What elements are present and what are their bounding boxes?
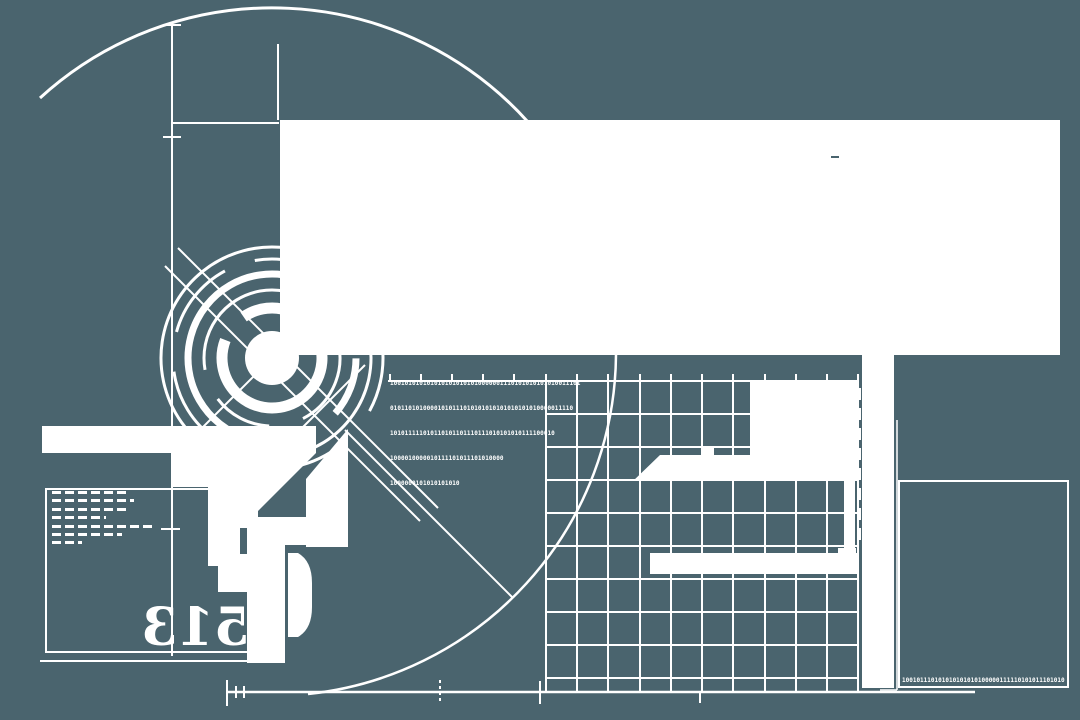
bracket-strip bbox=[844, 478, 855, 548]
under-bar-shape bbox=[173, 453, 316, 516]
main-white-panel bbox=[280, 120, 1060, 355]
top-sweep-arc bbox=[38, 6, 530, 124]
binary-row: 0101101010000101011101010101010101010101… bbox=[390, 405, 574, 412]
bracket-foot bbox=[838, 548, 856, 557]
bridge-shape bbox=[247, 517, 348, 545]
panel-notch-dash bbox=[831, 156, 839, 158]
info-box-label-line bbox=[52, 541, 82, 545]
binary-row: 1000010000010111101011101010000 bbox=[390, 455, 504, 462]
grid-overlay-shapes bbox=[633, 382, 858, 574]
binary-row: 1001010101010101010101010000001110101010… bbox=[390, 380, 581, 387]
blueprint-grid bbox=[388, 374, 859, 692]
info-box-label-lines bbox=[52, 491, 252, 551]
lower-column-shape bbox=[247, 545, 285, 663]
grid-top-ticks bbox=[389, 374, 859, 381]
right-outline-box bbox=[898, 480, 1069, 688]
info-box-label-line bbox=[52, 524, 152, 528]
grid-vertical-lines bbox=[545, 381, 859, 692]
grid-corner-panel bbox=[750, 382, 858, 480]
footer-binary-strip: 1001011101010101010101000001111101010111… bbox=[902, 677, 1065, 684]
stair-strip-shape bbox=[208, 483, 258, 592]
left-collage-shapes bbox=[42, 426, 348, 663]
binary-row: 1000000101010101010 bbox=[390, 480, 460, 487]
info-box-border bbox=[45, 488, 251, 653]
vertical-bar bbox=[862, 120, 894, 688]
info-box-label-line bbox=[52, 507, 128, 511]
info-box-label-line bbox=[52, 516, 106, 520]
horizontal-bar-shape bbox=[42, 426, 316, 453]
rounded-tab-shape bbox=[288, 553, 312, 637]
info-box-label-line bbox=[52, 491, 126, 494]
binary-row: 1010111110101101011011101110101010101111… bbox=[390, 430, 555, 437]
info-box-frame bbox=[40, 488, 270, 662]
grid-cross-bar bbox=[650, 553, 858, 574]
info-box-label-line bbox=[52, 499, 134, 503]
construction-lines bbox=[161, 24, 279, 656]
mirrored-number-label: 513 bbox=[141, 597, 250, 658]
info-box-label-line bbox=[52, 533, 122, 536]
pointer-shape bbox=[633, 446, 750, 481]
bottom-ruler bbox=[226, 680, 975, 706]
